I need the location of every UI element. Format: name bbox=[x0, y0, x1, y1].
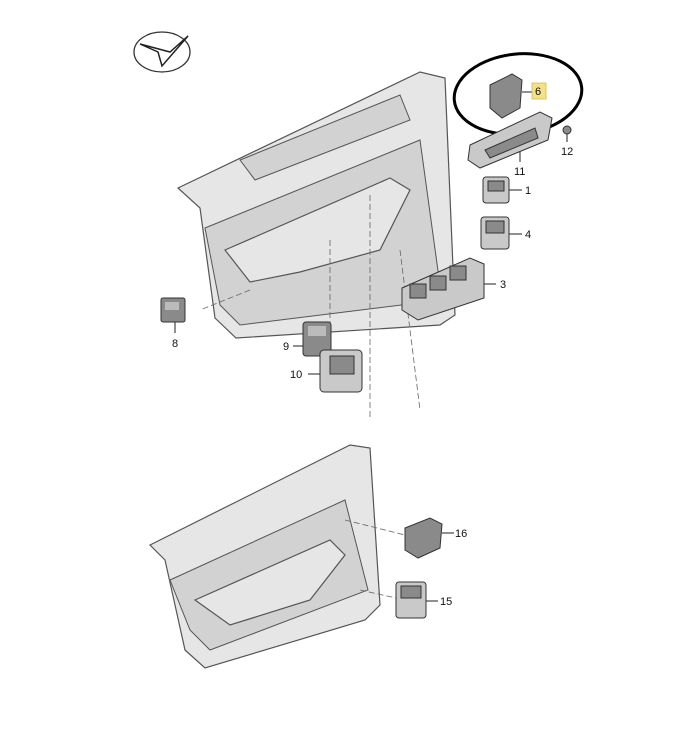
part-label-9: 9 bbox=[283, 341, 289, 353]
part-label-12: 12 bbox=[561, 146, 573, 158]
part-4[interactable]: 4 bbox=[480, 216, 531, 250]
part-11[interactable]: 11 bbox=[467, 111, 553, 178]
part-6[interactable]: 6 bbox=[489, 73, 547, 119]
part-10[interactable]: 10 bbox=[290, 349, 363, 393]
part-label-15: 15 bbox=[440, 596, 452, 608]
front-door-trim-panel bbox=[176, 71, 456, 420]
rear-door-trim-panel bbox=[148, 444, 406, 669]
part-16[interactable]: 16 bbox=[404, 517, 467, 559]
part-label-3: 3 bbox=[500, 279, 506, 291]
part-9[interactable]: 9 bbox=[283, 321, 332, 357]
part-8[interactable]: 8 bbox=[160, 297, 186, 350]
part-label-16: 16 bbox=[455, 528, 467, 540]
part-15[interactable]: 15 bbox=[395, 581, 452, 619]
part-label-10: 10 bbox=[290, 369, 302, 381]
part-label-11: 11 bbox=[514, 166, 525, 178]
part-label-6: 6 bbox=[535, 86, 541, 98]
part-label-4: 4 bbox=[525, 229, 531, 241]
part-label-1: 1 bbox=[525, 185, 531, 197]
brand-logo-icon bbox=[133, 31, 191, 73]
part-3[interactable]: 3 bbox=[401, 257, 506, 321]
part-1[interactable]: 1 bbox=[482, 176, 531, 204]
part-12[interactable]: 12 bbox=[561, 125, 573, 158]
part-label-8: 8 bbox=[172, 338, 178, 350]
